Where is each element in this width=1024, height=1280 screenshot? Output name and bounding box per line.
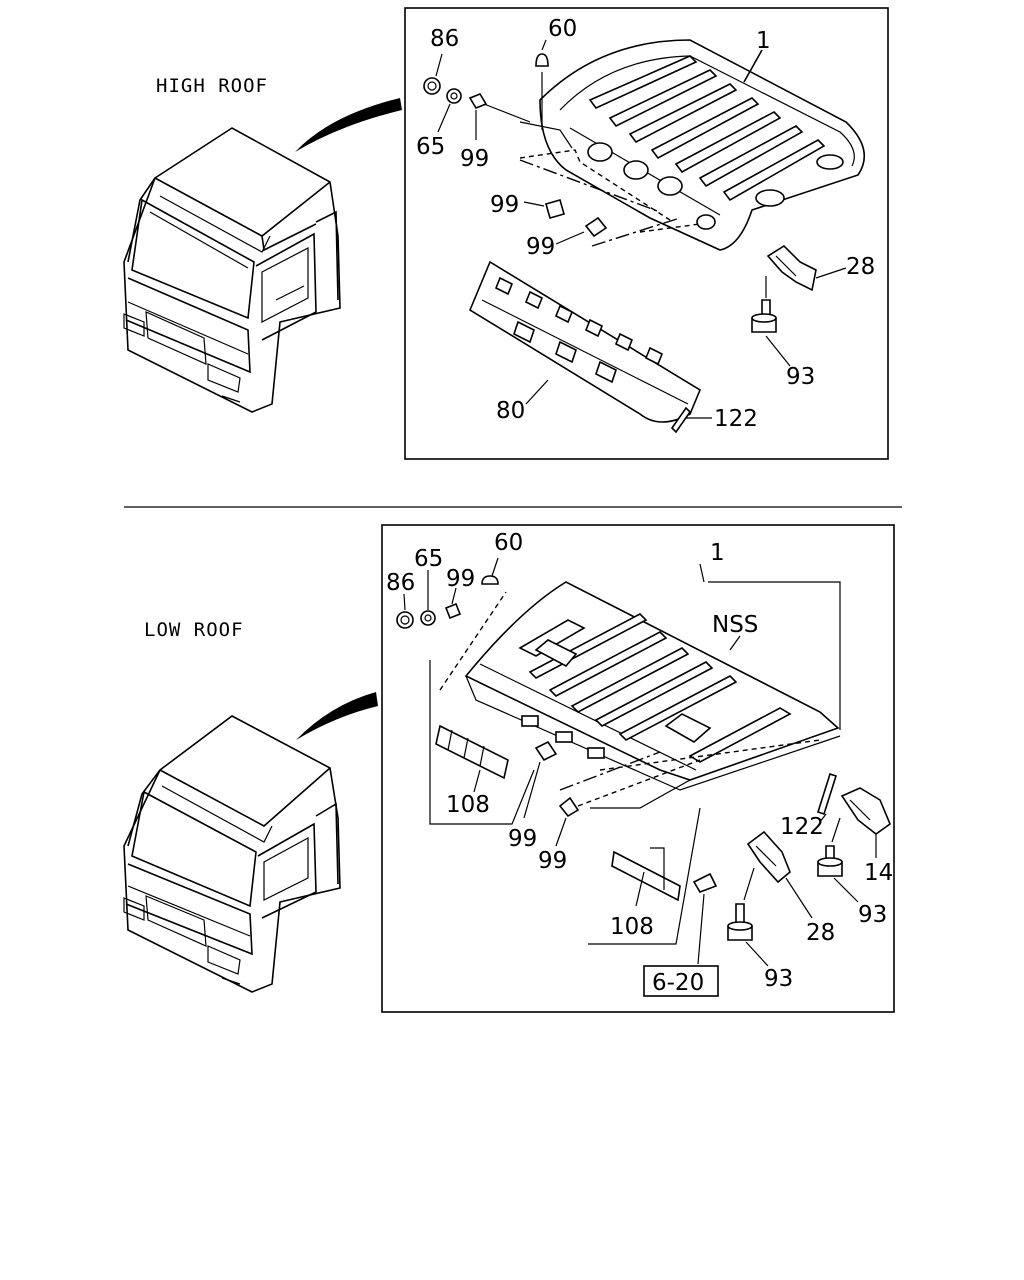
low-roof-caption: LOW ROOF: [144, 619, 244, 641]
low-roof-clip-6-20: [692, 872, 718, 893]
label-86: 86: [430, 26, 459, 52]
high-roof-caption: HIGH ROOF: [156, 75, 268, 97]
low-roof-bracket-28: [746, 830, 791, 884]
low-roof-clip-99b: [534, 740, 558, 762]
low-roof-pointer: [296, 692, 378, 740]
high-roof-nut-86: [423, 77, 441, 95]
label-nss: NSS: [712, 612, 758, 638]
label-108: 108: [610, 914, 654, 940]
label-99: 99: [538, 848, 567, 874]
low-roof-section: LOW ROOF: [123, 524, 895, 1013]
label-93: 93: [764, 966, 793, 992]
low-roof-clip-99a: [444, 602, 462, 620]
label-86: 86: [386, 570, 415, 596]
high-roof-bolt-93: [751, 299, 777, 333]
label-99: 99: [508, 826, 537, 852]
high-roof-cab: [123, 127, 341, 413]
high-roof-washer-65: [446, 88, 462, 104]
label-60: 60: [548, 16, 577, 42]
label-65: 65: [416, 134, 445, 160]
low-roof-clip-99c: [558, 796, 580, 818]
low-roof-panel: [464, 581, 841, 791]
high-roof-plug-60: [535, 53, 549, 67]
label-60: 60: [494, 530, 523, 556]
low-roof-bracket-14: [840, 787, 891, 835]
label-14: 14: [864, 860, 893, 886]
label-122: 122: [714, 406, 758, 432]
low-roof-frame: [381, 524, 895, 1013]
label-122: 122: [780, 814, 824, 840]
high-roof-pointer: [295, 98, 402, 152]
label-108: 108: [446, 792, 490, 818]
high-roof-frame: [404, 7, 889, 460]
low-roof-plug-60: [481, 575, 499, 585]
low-roof-washer-65: [420, 610, 436, 626]
label-93: 93: [786, 364, 815, 390]
label-6-20: 6-20: [652, 970, 704, 996]
low-roof-bracket-108a: [435, 724, 509, 780]
high-roof-panel: [519, 39, 866, 251]
label-99: 99: [460, 146, 489, 172]
label-28: 28: [846, 254, 875, 280]
high-roof-rail-80: [468, 260, 702, 423]
label-99: 99: [490, 192, 519, 218]
ref-box-6-20: [643, 965, 719, 997]
label-1: 1: [710, 540, 725, 566]
high-roof-clip-99c: [584, 216, 608, 238]
label-28: 28: [806, 920, 835, 946]
high-roof-clip-99b: [545, 199, 565, 219]
label-99: 99: [526, 234, 555, 260]
leader-high-1: [743, 49, 763, 83]
low-roof-cab: [123, 715, 341, 993]
high-roof-section: HIGH ROOF: [123, 7, 889, 460]
label-80: 80: [496, 398, 525, 424]
low-roof-bolt-93a: [817, 845, 843, 877]
label-99: 99: [446, 566, 475, 592]
high-roof-clip-99a: [468, 93, 488, 109]
low-roof-bracket-108b: [611, 847, 681, 902]
high-roof-pin-122: [670, 406, 692, 434]
low-roof-nut-86: [396, 611, 414, 629]
low-roof-bolt-93b: [727, 903, 753, 941]
high-roof-bracket-28: [766, 244, 817, 292]
label-65: 65: [414, 546, 443, 572]
low-roof-pin-122: [817, 772, 837, 816]
label-93: 93: [858, 902, 887, 928]
label-1: 1: [756, 28, 771, 54]
